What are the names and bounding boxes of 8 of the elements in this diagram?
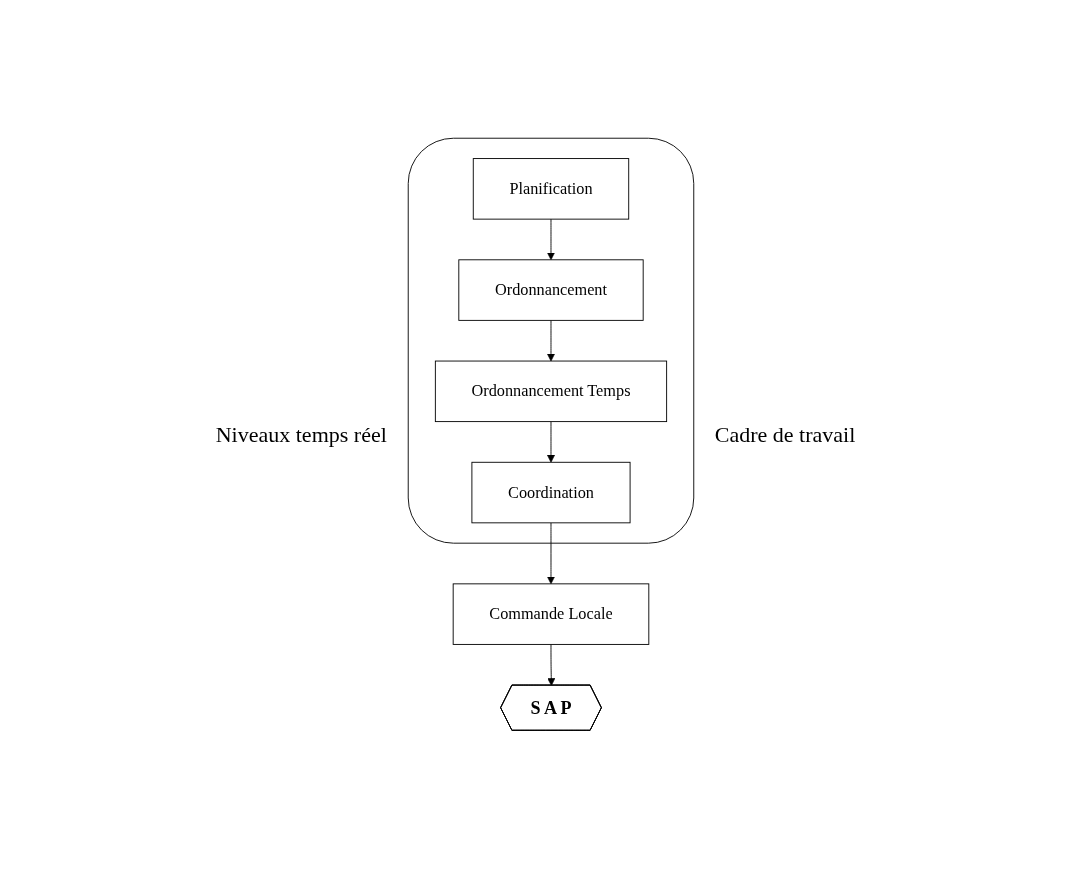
cluster bbox=[407, 138, 694, 544]
node-box: Ordonnancement Temps bbox=[434, 360, 667, 423]
node-box: Planification bbox=[472, 158, 629, 220]
node-box: Coordination bbox=[471, 462, 631, 524]
node-box: Ordonnancement bbox=[458, 259, 644, 322]
bracket-label: Niveaux temps réel bbox=[214, 421, 388, 448]
bracket-label: Cadre de travail bbox=[713, 421, 857, 448]
node-box: Commande Locale bbox=[452, 583, 650, 646]
